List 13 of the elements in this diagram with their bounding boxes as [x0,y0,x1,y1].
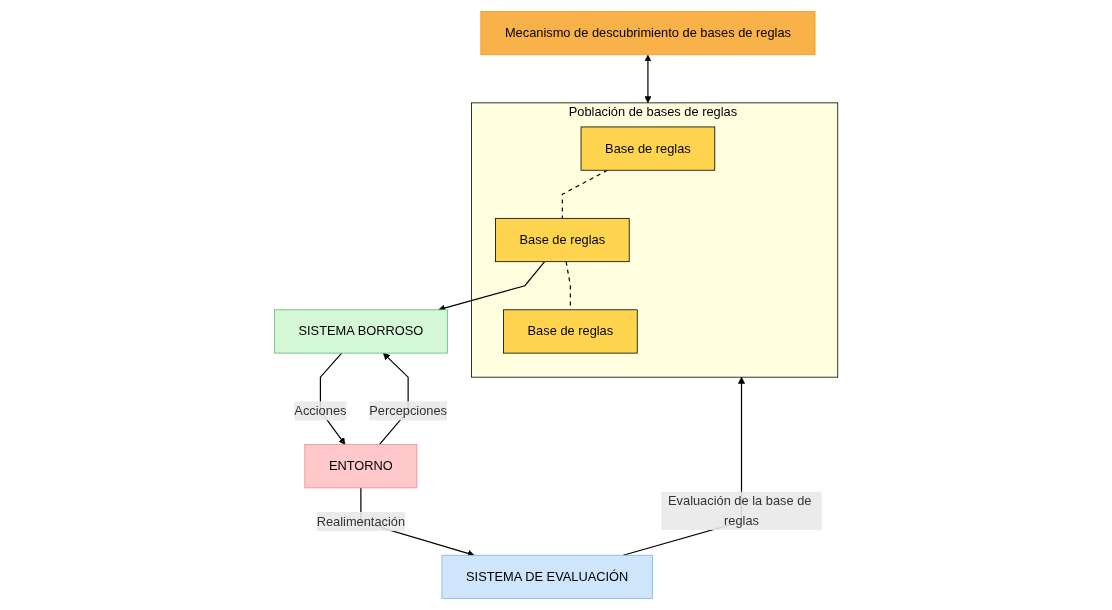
node-box: Mecanismo de descubrimiento de bases de reglas [480,11,816,56]
node-box: SISTEMA BORROSO [273,309,448,354]
connector [561,169,608,219]
edge-label: Realimentación [316,514,406,528]
edge-label: Percepciones [369,403,447,418]
node-box: ENTORNO [304,444,418,489]
edge-label: Evaluación de la base de reglas [667,494,812,527]
node-box: Base de reglas [580,126,716,171]
node-box: Base de reglas [495,217,630,263]
edge-label: Acciones [294,403,347,418]
arrow [644,54,652,104]
node-box: SISTEMA DE EVALUACIÓN [441,554,653,599]
node-box: Base de reglas [503,309,638,354]
